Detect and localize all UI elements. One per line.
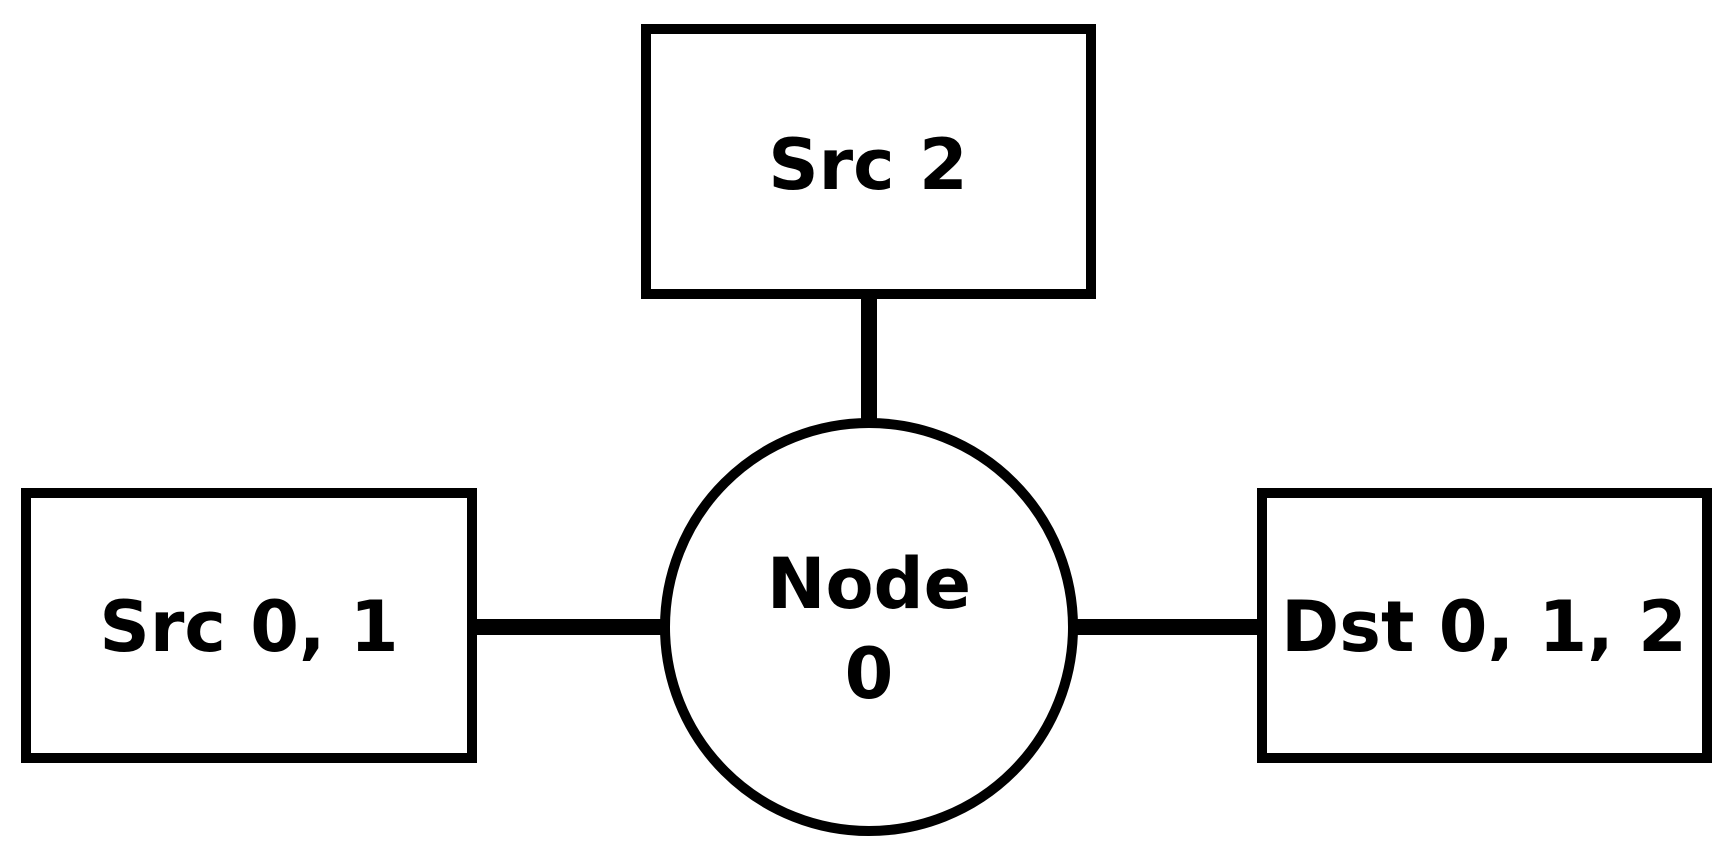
src2-box: Src 2: [641, 24, 1096, 299]
src01-label: Src 0, 1: [99, 586, 398, 668]
src01-box: Src 0, 1: [21, 488, 477, 763]
dst012-label: Dst 0, 1, 2: [1281, 586, 1687, 668]
node0-label-line1: Node: [767, 543, 971, 625]
node0-circle: Node 0: [660, 418, 1078, 836]
node0-label-line2: 0: [845, 633, 894, 715]
dst012-box: Dst 0, 1, 2: [1257, 488, 1712, 763]
src2-label: Src 2: [768, 124, 968, 206]
